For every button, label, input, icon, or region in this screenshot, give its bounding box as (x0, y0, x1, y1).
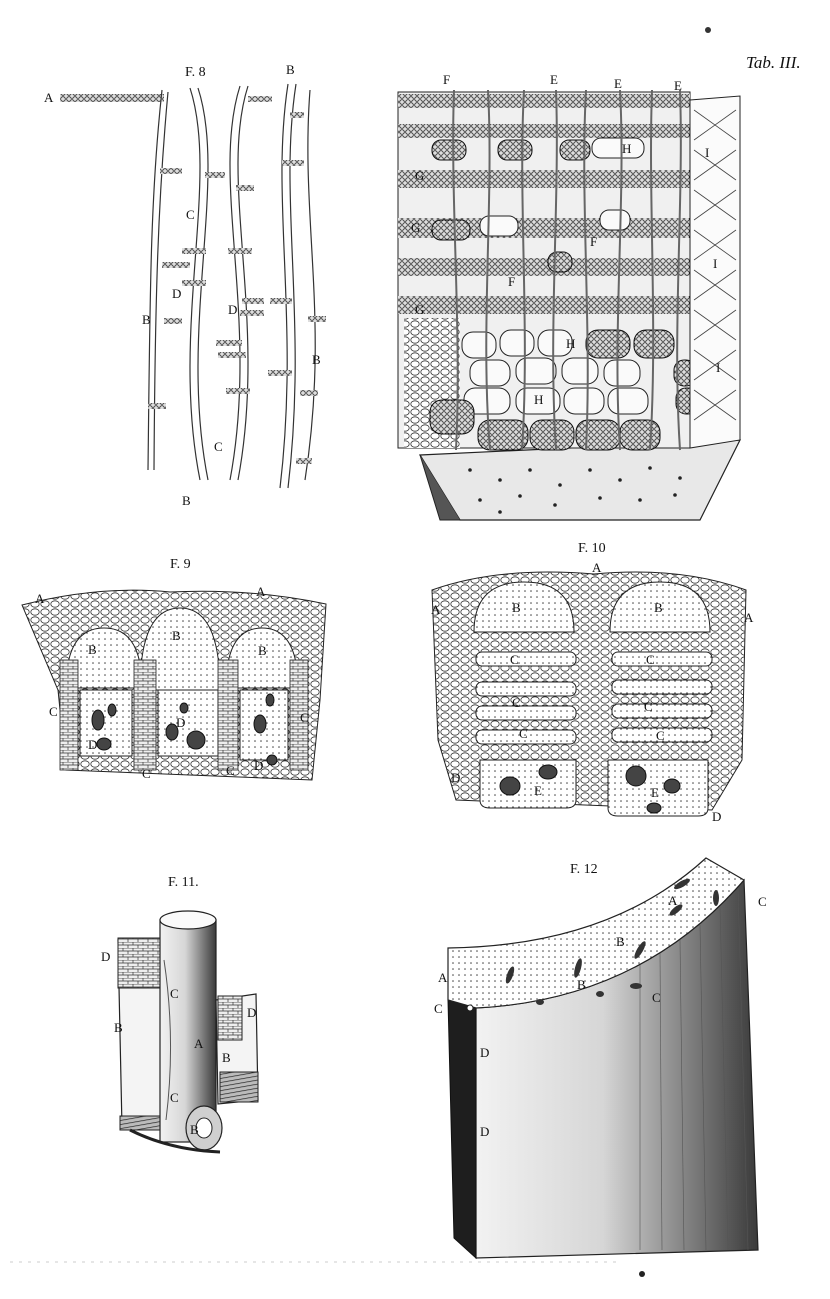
figure-block-label: H (534, 392, 543, 407)
vertical-fibers (452, 89, 682, 451)
figure-block-label: F (508, 274, 515, 289)
figure-9-label: B (88, 642, 97, 657)
pore-dots (468, 466, 682, 514)
figure-10: F. 10 A A A B B (431, 541, 754, 824)
figure-8-label: C (186, 207, 195, 222)
domes (473, 581, 711, 633)
fiber-lines (147, 83, 316, 489)
figure-12-label: A (668, 893, 678, 908)
figure-8-label: B (312, 352, 321, 367)
figure-10-label: C (644, 699, 653, 714)
figure-10-label: C (510, 652, 519, 667)
figure-10-label: D (451, 770, 460, 785)
figure-10-label: E (534, 783, 542, 798)
figure-block-label: G (415, 302, 424, 317)
figure-9-label: C (226, 763, 235, 778)
figure-10-label: B (654, 600, 663, 615)
figure-block-label: E (674, 78, 682, 93)
figure-10-label: C (656, 728, 665, 743)
figure-11-label: B (114, 1020, 123, 1035)
figure-11-label: B (190, 1122, 199, 1137)
figure-10-label: A (744, 610, 754, 625)
figure-8-label: B (182, 493, 191, 508)
figure-9: F. 9 A A B B B (21, 557, 327, 781)
vesicles (461, 137, 649, 415)
figure-block-label: E (550, 72, 558, 87)
figure-block: F E E E H G G F F G H H I I I (397, 72, 741, 521)
vesicles (499, 764, 681, 814)
figure-9-label: D (88, 737, 97, 752)
figure-block-label: I (716, 360, 720, 375)
figure-12-label: B (577, 977, 586, 992)
figure-8: F. 8 A B (44, 62, 326, 508)
figure-10-caption: F. 10 (578, 541, 606, 556)
domes (65, 607, 299, 691)
columns (59, 659, 309, 771)
figure-10-label: E (651, 785, 659, 800)
figure-9-caption: F. 9 (170, 557, 191, 572)
vesicles (91, 693, 278, 766)
figure-11: F. 11. D C B A D B C B (101, 875, 259, 1154)
bead-chain (60, 94, 164, 102)
figure-12-label: C (652, 990, 661, 1005)
ink-speck (639, 1271, 645, 1277)
figure-9-label: D (254, 758, 263, 773)
lattice-section (689, 95, 741, 449)
figure-11-label: A (194, 1036, 204, 1051)
figure-10-label: B (512, 600, 521, 615)
figure-9-label: C (142, 766, 151, 781)
surface-hatching (639, 887, 749, 1251)
figure-12-label: D (480, 1124, 489, 1139)
figure-8-label: B (286, 62, 295, 77)
figure-10-label: C (646, 652, 655, 667)
figure-12-label: B (616, 934, 625, 949)
figure-10-label: C (519, 726, 528, 741)
bands (475, 651, 713, 745)
figure-11-label: C (170, 986, 179, 1001)
figure-block-label: F (443, 72, 450, 87)
plate-title: Tab. III. (746, 53, 801, 72)
figure-12-label: C (758, 894, 767, 909)
figure-10-label: A (431, 602, 441, 617)
figure-10-label: C (512, 695, 521, 710)
figure-8-label: D (228, 302, 237, 317)
figure-11-label: D (247, 1005, 256, 1020)
figure-12: F. 12 C A B B A C C D D (434, 857, 767, 1260)
ink-speck (705, 27, 711, 33)
figure-9-label: A (35, 591, 45, 606)
figure-block-label: I (705, 145, 709, 160)
figure-9-label: D (176, 715, 185, 730)
figure-block-label: E (614, 76, 622, 91)
figure-block-label: I (713, 256, 717, 271)
figure-8-label: B (142, 312, 151, 327)
bead-clusters (148, 96, 326, 464)
figure-8-label: A (44, 90, 54, 105)
figure-block-label: G (411, 220, 420, 235)
figure-10-label: D (712, 809, 721, 824)
figure-9-label: C (49, 704, 58, 719)
figure-8-label: D (172, 286, 181, 301)
figure-block-label: F (590, 234, 597, 249)
figure-12-label: A (438, 970, 448, 985)
figure-9-label: B (258, 643, 267, 658)
figure-12-label: D (480, 1045, 489, 1060)
figure-block-label: H (566, 336, 575, 351)
canal-marks (505, 878, 719, 1005)
bead-rows (398, 94, 690, 314)
figure-block-label: G (415, 168, 424, 183)
figure-11-label: B (222, 1050, 231, 1065)
figure-9-label: B (172, 628, 181, 643)
figure-12-caption: F. 12 (570, 862, 598, 877)
figure-11-label: C (170, 1090, 179, 1105)
figure-8-caption: F. 8 (185, 65, 206, 80)
figure-12-label: C (434, 1001, 443, 1016)
figure-8-label: C (214, 439, 223, 454)
figure-9-label: C (300, 710, 309, 725)
figure-block-label: H (622, 141, 631, 156)
figure-10-label: A (592, 560, 602, 575)
figure-9-label: A (256, 584, 266, 599)
figure-11-caption: F. 11. (168, 875, 199, 890)
figure-11-label: D (101, 949, 110, 964)
